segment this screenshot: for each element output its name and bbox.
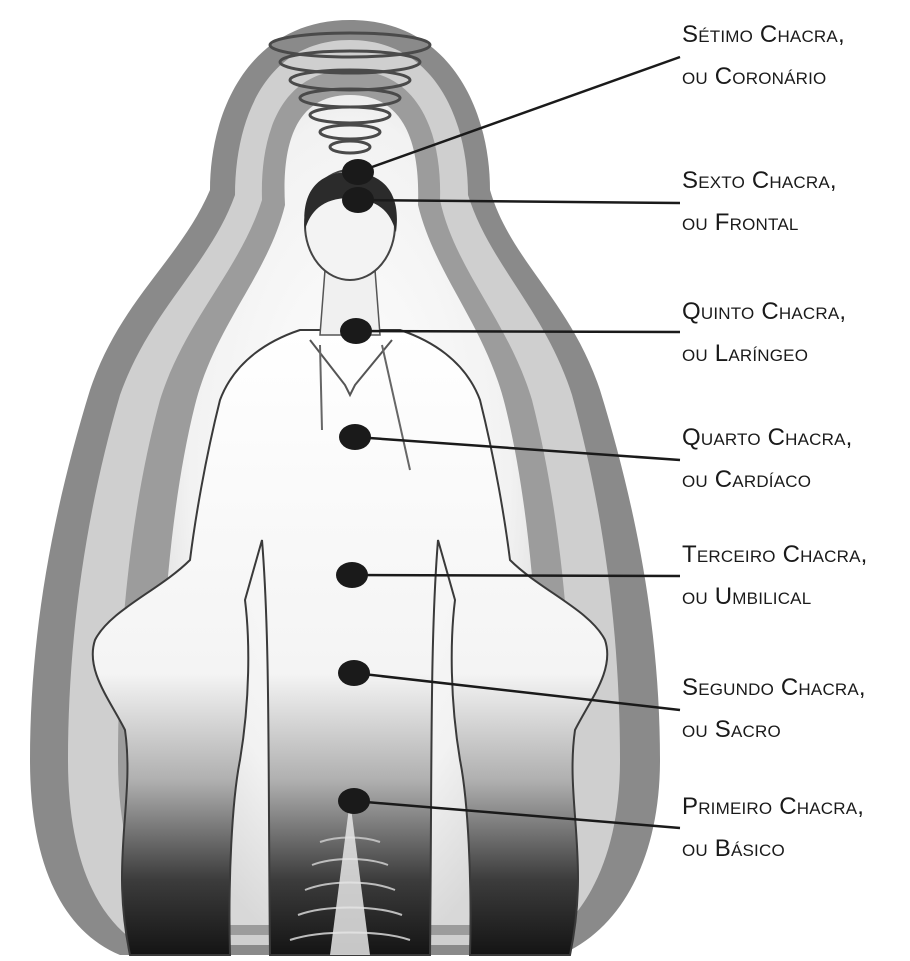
label-primeiro-chacra: Primeiro Chacra, ou Básico [682, 786, 910, 870]
label-primeiro-line2: ou Básico [682, 828, 910, 870]
label-segundo-line1: Segundo Chacra, [682, 667, 910, 709]
label-sexto-chacra: Sexto Chacra, ou Frontal [682, 160, 910, 244]
chakra-dot-segundo [338, 660, 370, 686]
label-quinto-line1: Quinto Chacra, [682, 291, 910, 333]
chakra-dot-sexto [342, 187, 374, 213]
label-terceiro-line1: Terceiro Chacra, [682, 534, 910, 576]
label-quinto-chacra: Quinto Chacra, ou Laríngeo [682, 291, 910, 375]
chakra-dot-terceiro [336, 562, 368, 588]
label-terceiro-line2: ou Umbilical [682, 576, 910, 618]
chakra-dot-quarto [339, 424, 371, 450]
label-quarto-line1: Quarto Chacra, [682, 417, 910, 459]
chakra-dot-quinto [340, 318, 372, 344]
label-setimo-chacra: Sétimo Chacra, ou Coronário [682, 14, 910, 98]
leader-line-terceiro [352, 575, 680, 576]
label-terceiro-chacra: Terceiro Chacra, ou Umbilical [682, 534, 910, 618]
label-quinto-line2: ou Laríngeo [682, 333, 910, 375]
label-primeiro-line1: Primeiro Chacra, [682, 786, 910, 828]
label-setimo-line2: ou Coronário [682, 56, 910, 98]
label-segundo-chacra: Segundo Chacra, ou Sacro [682, 667, 910, 751]
leader-line-quinto [356, 331, 680, 332]
label-segundo-line2: ou Sacro [682, 709, 910, 751]
label-sexto-line1: Sexto Chacra, [682, 160, 910, 202]
chakra-dot-primeiro [338, 788, 370, 814]
label-setimo-line1: Sétimo Chacra, [682, 14, 910, 56]
label-sexto-line2: ou Frontal [682, 202, 910, 244]
label-quarto-line2: ou Cardíaco [682, 459, 910, 501]
chakra-dot-setimo [342, 159, 374, 185]
label-quarto-chacra: Quarto Chacra, ou Cardíaco [682, 417, 910, 501]
